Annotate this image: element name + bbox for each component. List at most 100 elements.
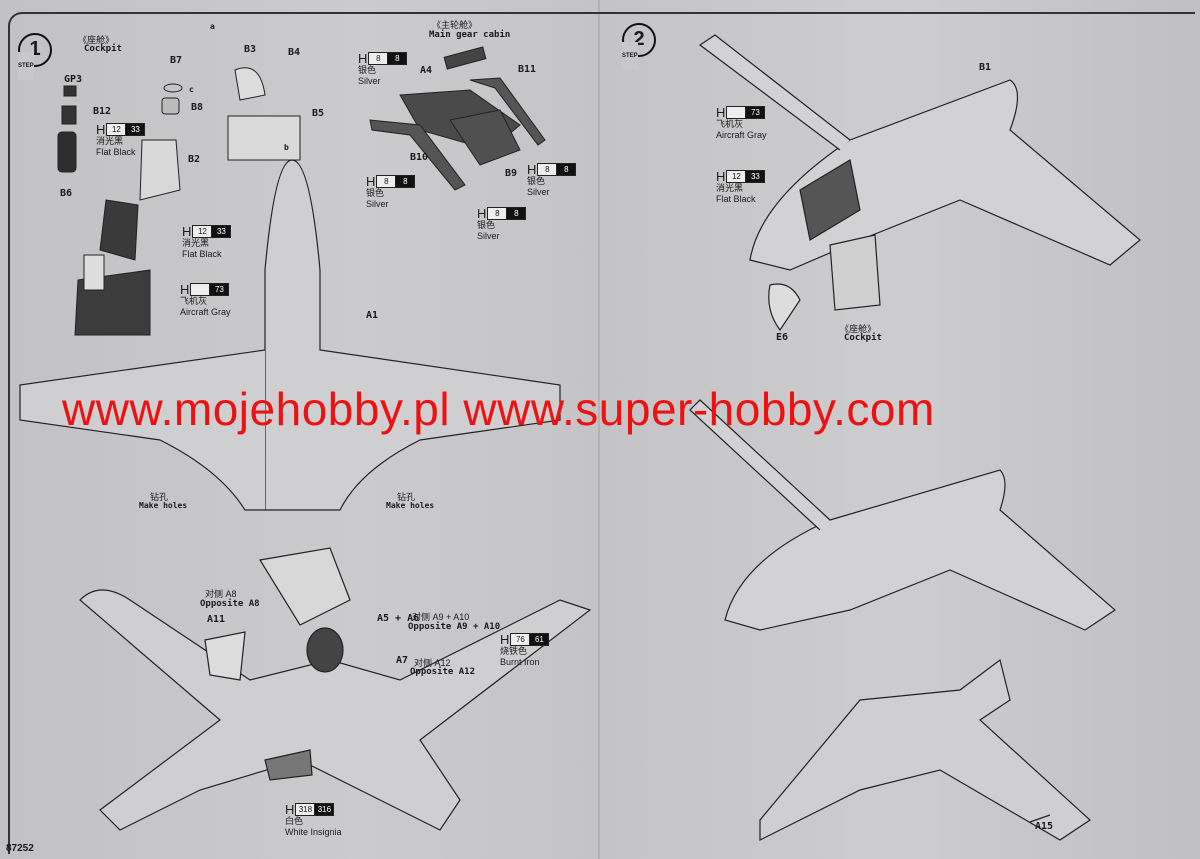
paint-name-cn: 飞机灰 [180,296,208,306]
page-fold [598,0,600,859]
decal-marker: c [189,85,194,94]
paint-code: 73 [745,106,766,119]
paint-brand: H [358,51,368,66]
opposite-a8-cn: 对侧 A8 [205,589,237,599]
paint-code: 12 [106,123,127,136]
paint-name: Silver [366,199,389,209]
paint-code: 76 [510,633,531,646]
paint-name: Silver [527,187,550,197]
part-label: B2 [188,154,201,165]
step2-aircraft-assembled-drawing [689,399,1116,841]
paint-code: 8 [368,52,389,65]
main-gear-title-cn: 《主轮舱》 [432,20,478,30]
part-label: B4 [288,47,301,58]
opposite-a12-cn: 对侧 A12 [414,658,451,668]
part-label: GP3 [64,74,83,85]
part-label: B5 [312,108,325,119]
paint-brand: H [500,632,510,647]
paint-brand: H [527,162,537,177]
decal-marker: b [284,143,289,152]
paint-code: 12 [192,225,213,238]
part-label: A4 [420,65,433,76]
fuselage-lower-drawing [79,547,592,831]
paint-code [190,283,211,296]
paint-brand: H [716,105,726,120]
sheet-border [8,12,1195,854]
paint-name-cn: 银色 [477,220,496,230]
paint-name-cn: 消光黑 [96,136,124,146]
paint-code: 33 [211,225,232,238]
paint-code: 12 [726,170,747,183]
paint-brand: H [180,282,190,297]
opposite-a12: Opposite A12 [410,667,476,677]
paint-name-cn: 消光黑 [716,183,744,193]
paint-brand: H [366,174,376,189]
paint-brand: H [477,206,487,221]
wing-drawing [19,159,561,511]
make-holes-label: Make holes [386,501,435,510]
step-number: 2 [633,28,645,50]
part-label: B8 [191,102,204,113]
part-label: A15 [1035,821,1054,832]
step-word: STEP [622,42,638,70]
part-label: B6 [60,188,73,199]
paint-name-cn: 烧铁色 [500,646,528,656]
step2-aircraft-drawing [698,34,1141,332]
cockpit-title-cn: 《座舱》 [78,35,115,45]
paint-name: Aircraft Gray [180,307,231,317]
paint-name: Silver [358,76,381,86]
part-label: A5 + A6 [377,613,420,624]
paint-code: 73 [209,283,230,296]
paint-brand: H [96,122,106,137]
part-label: B9 [505,168,518,179]
paint-name-cn: 银色 [358,65,377,75]
paint-name-cn: 银色 [527,176,546,186]
paint-code: 33 [745,170,766,183]
cockpit-title: Cockpit [84,44,122,54]
paint-code: 316 [314,803,335,816]
paint-code: 61 [529,633,550,646]
main-gear-title: Main gear cabin [429,30,511,40]
step-word: STEP [18,52,34,80]
paint-name: Flat Black [96,147,136,157]
paint-brand: H [182,224,192,239]
opposite-a9: Opposite A9 + A10 [408,622,501,632]
part-label: B7 [170,55,183,66]
paint-name-cn: 白色 [285,816,304,826]
paint-code: 8 [395,175,416,188]
paint-name: Burnt Iron [500,657,540,667]
part-label: B11 [518,64,537,75]
make-holes-cn: 钻孔 [150,492,169,502]
paint-code: 8 [387,52,408,65]
part-label: B3 [244,44,257,55]
make-holes-label: Make holes [139,501,188,510]
paint-name: Silver [477,231,500,241]
part-label: E6 [776,332,789,343]
paint-code: 8 [376,175,397,188]
part-label: B10 [410,152,429,163]
paint-name-cn: 银色 [366,188,385,198]
paint-name: Aircraft Gray [716,130,767,140]
paint-name-cn: 消光黑 [182,238,210,248]
part-label: A1 [366,310,379,321]
cockpit-parts-drawing [57,67,301,336]
paint-code [726,106,747,119]
paint-name-cn: 飞机灰 [716,119,744,129]
cockpit-title-cn: 《座舱》 [840,324,877,334]
paint-name: White Insignia [285,827,342,837]
paint-code: 33 [125,123,146,136]
paint-code: 8 [537,163,558,176]
decal-marker: a [210,22,215,31]
